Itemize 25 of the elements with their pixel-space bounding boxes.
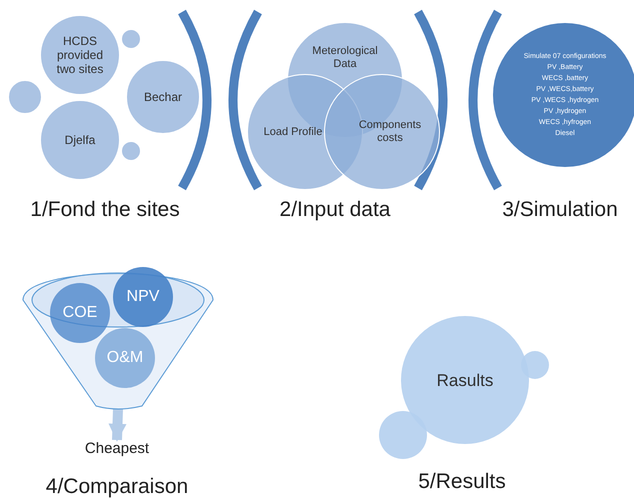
bubble — [121, 141, 141, 161]
step-title: 5/Results — [418, 470, 506, 494]
circle-label: Load Profile — [264, 126, 322, 138]
circle-label: Bechar — [144, 90, 182, 104]
circle-label: HCDS provided two sites — [56, 34, 104, 76]
bubble — [521, 351, 549, 379]
circle-label: Djelfa — [64, 133, 96, 147]
circle-label: COE — [62, 304, 98, 322]
criteria-circle — [50, 283, 110, 343]
circle-label: O&M — [106, 349, 144, 367]
circle-label: Meterological Data — [311, 45, 379, 71]
down-arrow — [108, 408, 127, 442]
circle-label: Components costs — [358, 119, 422, 145]
result-text: Cheapest — [84, 440, 150, 457]
step-title: 2/Input data — [280, 198, 390, 222]
bubble — [8, 80, 42, 114]
step-title: 4/Comparaison — [46, 475, 188, 498]
criteria-circle — [113, 267, 173, 327]
bubble — [379, 411, 427, 459]
step-title: 3/Simulation — [502, 198, 618, 222]
circle-label: NPV — [126, 288, 160, 306]
circle-label: Rasults — [436, 370, 494, 390]
criteria-circle — [95, 328, 155, 388]
bubble — [121, 29, 141, 49]
step-title: 1/Fond the sites — [30, 198, 180, 222]
